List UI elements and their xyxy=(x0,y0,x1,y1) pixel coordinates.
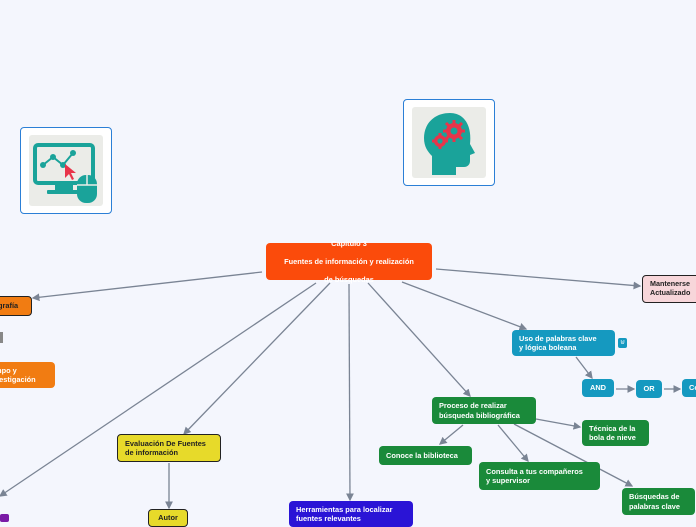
mantenerse-actualizado-node[interactable]: Mantenerse Actualizado xyxy=(642,275,696,303)
central-topic-line3: de búsquedas xyxy=(324,275,374,285)
central-topic[interactable]: Capítulo 3 Fuentes de información y real… xyxy=(266,239,432,284)
computer-mouse-icon xyxy=(33,143,97,203)
grafia-node[interactable]: grafía xyxy=(0,296,32,316)
link-center-palabras xyxy=(401,281,528,331)
cut-off-indicator xyxy=(0,332,3,343)
link-center-proceso xyxy=(367,282,471,397)
cut-off-node[interactable]: Co xyxy=(682,379,696,397)
palabras-clave-node[interactable]: Uso de palabras clave y lógica boleana xyxy=(512,330,615,356)
link-center-evaluacion xyxy=(183,282,331,435)
link-proceso-tecnica xyxy=(535,418,582,430)
image-card-computer[interactable] xyxy=(20,127,112,214)
or-node[interactable]: OR xyxy=(636,380,662,398)
evaluacion-fuentes-node[interactable]: Evaluación De Fuentes de información xyxy=(117,434,221,462)
link-proceso-biblioteca xyxy=(438,424,464,445)
conoce-biblioteca-node[interactable]: Conoce la biblioteca xyxy=(379,446,472,465)
central-topic-line2: Fuentes de información y realización xyxy=(284,256,414,266)
tiempo-investigacion-node[interactable]: mpo y vestigación xyxy=(0,362,55,388)
link-proceso-companeros xyxy=(497,424,529,462)
image-card-brain[interactable] xyxy=(403,99,495,186)
consulta-companeros-node[interactable]: Consulta a tus compañeros y supervisor xyxy=(479,462,600,490)
link-center-grafia xyxy=(31,271,263,302)
central-topic-line1: Capítulo 3 xyxy=(331,238,367,248)
link-palabras-and xyxy=(575,356,593,380)
proceso-busqueda-node[interactable]: Proceso de realizar búsqueda bibliográfi… xyxy=(432,397,536,424)
busquedas-palabras-node[interactable]: Búsquedas de palabras clave xyxy=(622,488,695,515)
link-proceso-busquedas xyxy=(513,423,634,487)
link-center-mantenerse xyxy=(435,268,642,290)
autor-node[interactable]: Autor xyxy=(148,509,188,527)
link-center-left xyxy=(0,282,317,497)
link-center-herramientas xyxy=(346,283,354,502)
and-node[interactable]: AND xyxy=(582,379,614,397)
herramientas-node[interactable]: Herramientas para localizar fuentes rele… xyxy=(289,501,413,527)
tecnica-bola-nieve-node[interactable]: Técnica de la bola de nieve xyxy=(582,420,649,446)
cut-off-purple-node xyxy=(0,514,9,522)
brain-gears-icon xyxy=(424,113,475,175)
attachment-icon[interactable]: ⊍ xyxy=(618,338,627,348)
